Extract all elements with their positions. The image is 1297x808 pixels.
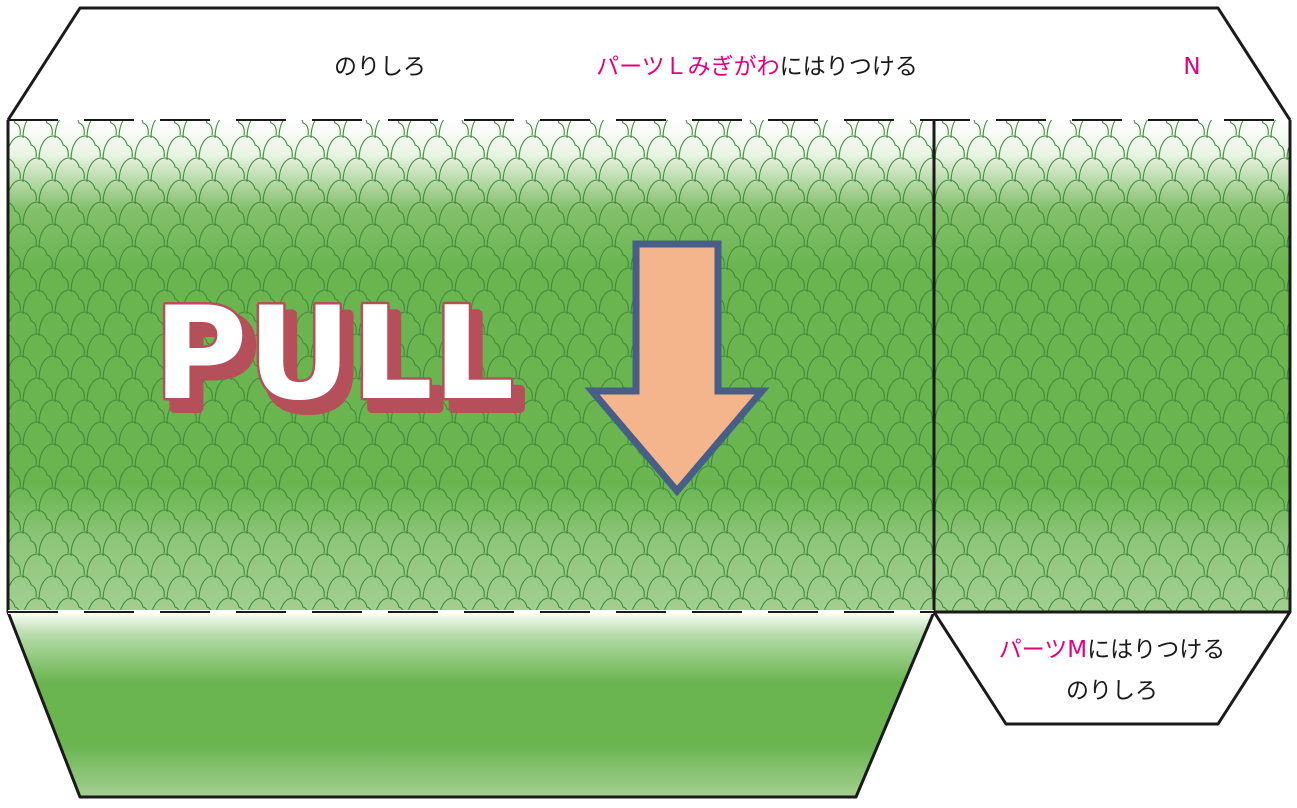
right-glue-label: のりしろ: [1066, 678, 1158, 704]
top-glue-label: のりしろ: [334, 54, 426, 80]
right-attach-part: パーツM: [999, 637, 1087, 663]
top-attach-part: パーツＬみぎがわ: [596, 54, 780, 80]
top-glue-tab: [6, 6, 1292, 121]
top-attach-instruction: パーツＬみぎがわにはりつける: [596, 54, 918, 80]
pull-text: PULL: [154, 280, 515, 429]
main-panel-pattern-b: [8, 120, 934, 612]
part-code: N: [1183, 54, 1200, 80]
right-panel-pattern-b: [934, 120, 1290, 612]
down-arrow-icon: [584, 240, 770, 497]
bottom-flap: [6, 610, 936, 799]
pull-text-shadow: PULL: [163, 290, 524, 439]
right-attach-instruction: パーツMにはりつける: [999, 637, 1226, 663]
top-attach-suffix: にはりつける: [780, 54, 918, 80]
right-attach-suffix: にはりつける: [1087, 637, 1225, 663]
right-glue-tab: [932, 610, 1292, 726]
